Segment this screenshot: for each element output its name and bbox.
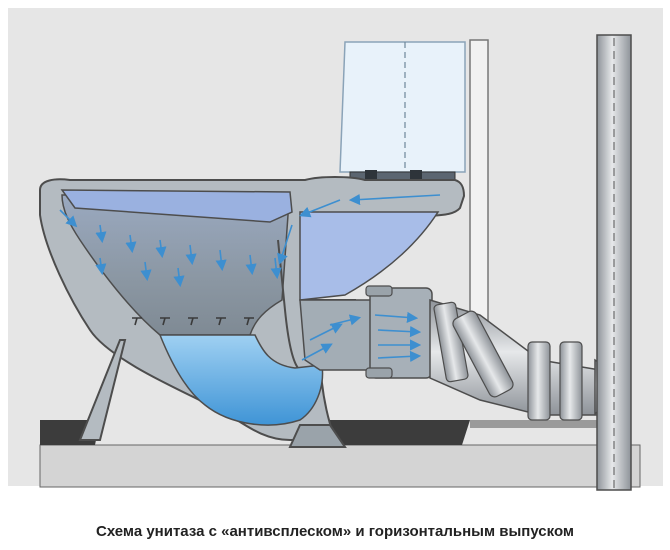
splash-mark-icon xyxy=(160,317,170,326)
flush-channel xyxy=(299,211,440,301)
outlet-flange-bottom xyxy=(365,367,393,379)
cistern-tank xyxy=(339,41,466,173)
elbow-ring-3 xyxy=(527,341,551,421)
water-flow-arrow-icon xyxy=(301,343,333,361)
water-flow-arrow-icon xyxy=(270,257,282,280)
floor-tile-strip xyxy=(470,420,600,428)
outlet-collar xyxy=(369,287,433,379)
water-flow-arrow-icon xyxy=(173,267,185,288)
splash-mark-icon xyxy=(188,317,198,326)
toilet-foot xyxy=(288,424,347,448)
water-flow-arrow-icon xyxy=(348,193,441,206)
water-flow-arrow-icon xyxy=(95,224,107,244)
water-flow-arrow-icon xyxy=(374,311,419,323)
water-flow-arrow-icon xyxy=(59,209,78,228)
elbow-pipe xyxy=(429,298,630,421)
elbow-ring-4 xyxy=(559,341,583,421)
floor-base xyxy=(39,444,641,488)
water-flow-arrow-icon xyxy=(299,199,341,218)
water-flow-arrow-icon xyxy=(377,350,422,362)
diagram-caption: Схема унитаза с «антивсплеском» и горизо… xyxy=(95,523,575,540)
water-flow-arrow-icon xyxy=(185,244,197,266)
water-flow-arrow-icon xyxy=(329,314,362,326)
outlet-spigot xyxy=(299,299,381,371)
splash-mark-icon xyxy=(132,317,142,326)
elbow-ring-2 xyxy=(452,310,514,398)
flow-arrows xyxy=(59,193,441,362)
water-flow-arrow-icon xyxy=(309,323,343,341)
water-flow-arrow-icon xyxy=(155,239,167,259)
rim-channel xyxy=(60,189,293,223)
water-flow-arrow-icon xyxy=(95,257,107,276)
splash-marks xyxy=(132,317,254,326)
water-flow-arrow-icon xyxy=(215,249,227,272)
water-trap xyxy=(158,334,324,426)
trap-divider xyxy=(277,239,299,369)
floor-tile-right xyxy=(320,420,470,445)
outlet-flange-top xyxy=(365,285,393,297)
splash-mark-icon xyxy=(216,317,226,326)
water-flow-arrow-icon xyxy=(277,224,293,266)
water-flow-arrow-icon xyxy=(245,254,257,276)
water-flow-arrow-icon xyxy=(140,261,152,282)
toilet-leg-left xyxy=(78,339,127,441)
toilet-anti-splash-diagram xyxy=(8,8,663,491)
splash-mark-icon xyxy=(244,317,254,326)
water-flow-arrow-icon xyxy=(125,234,137,254)
water-flow-arrow-icon xyxy=(377,326,422,338)
